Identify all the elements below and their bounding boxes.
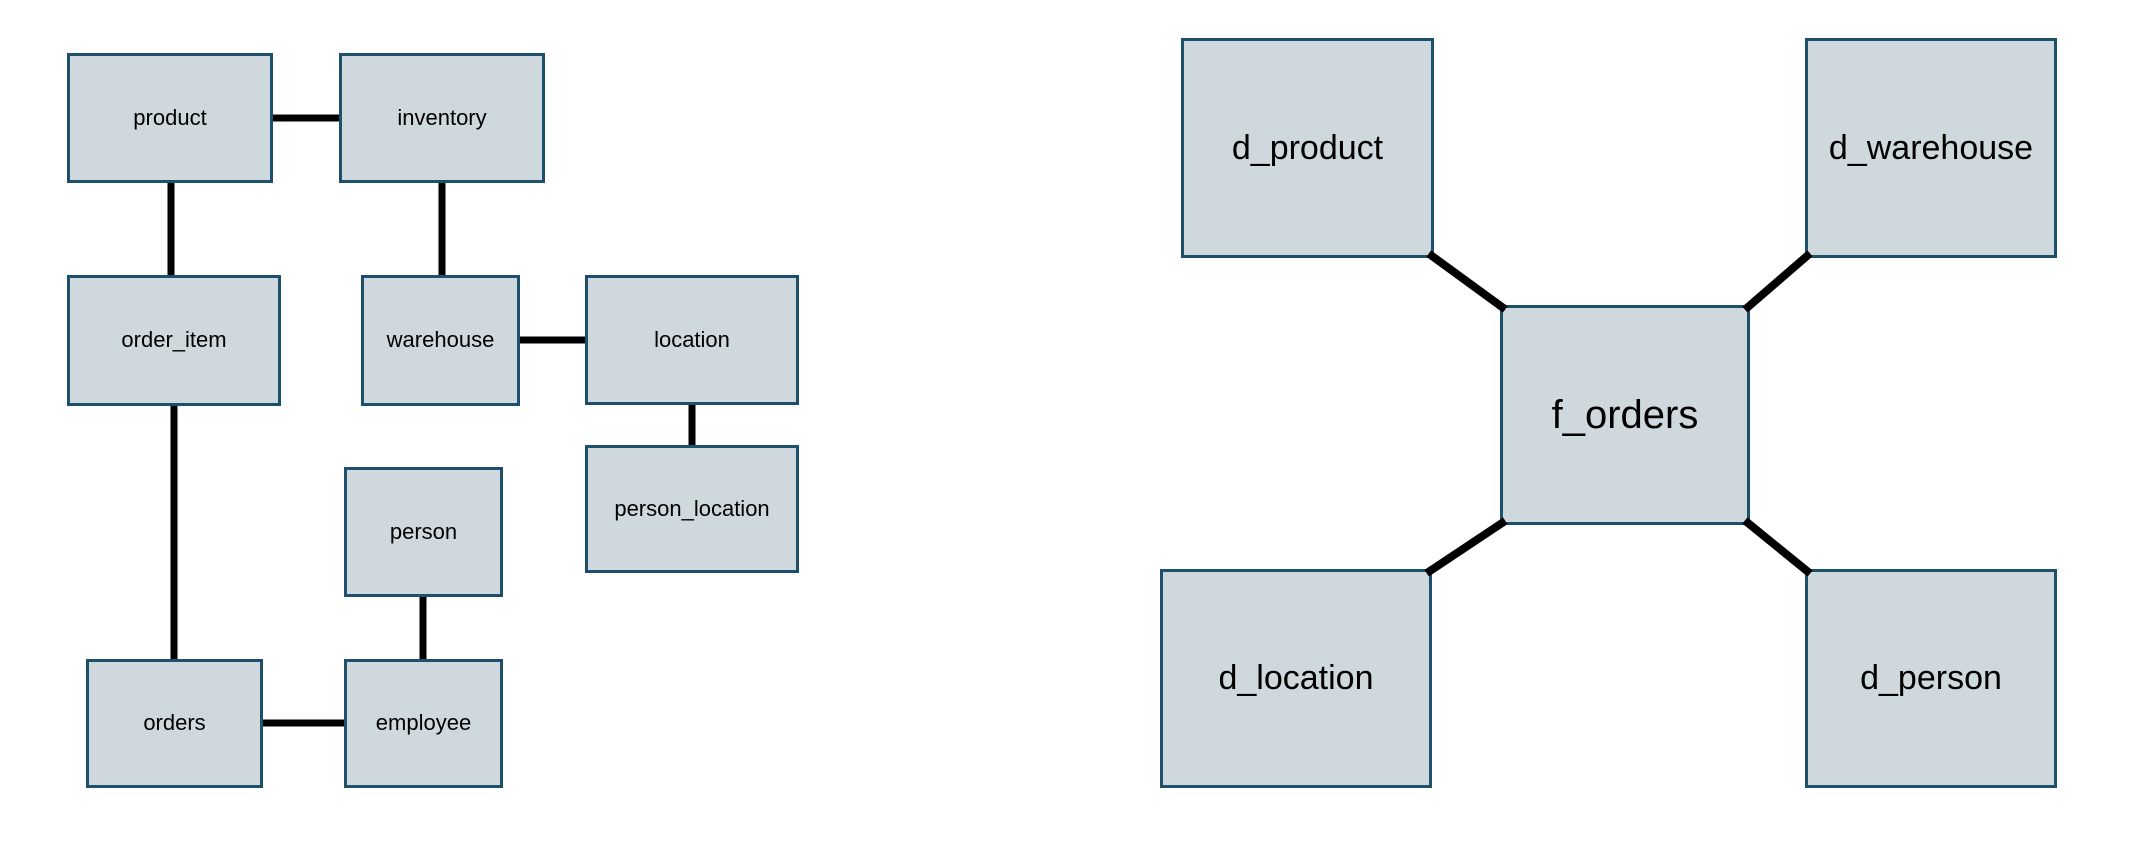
node-f-orders[interactable]: f_orders bbox=[1500, 305, 1750, 525]
node-orders[interactable]: orders bbox=[86, 659, 263, 788]
node-location-label: location bbox=[654, 326, 730, 352]
node-warehouse[interactable]: warehouse bbox=[361, 275, 520, 406]
node-d-product-label: d_product bbox=[1231, 128, 1384, 167]
node-order-item-label: order_item bbox=[121, 327, 227, 353]
node-d-product[interactable]: d_product bbox=[1181, 38, 1434, 258]
node-d-location[interactable]: d_location bbox=[1160, 569, 1432, 788]
node-person-label: person bbox=[389, 518, 458, 544]
node-product-label: product bbox=[133, 104, 207, 130]
node-person-location[interactable]: person_location bbox=[585, 445, 799, 573]
node-order-item[interactable]: order_item bbox=[67, 275, 281, 406]
node-inventory-label: inventory bbox=[397, 104, 487, 130]
node-employee[interactable]: employee bbox=[344, 659, 503, 788]
node-location[interactable]: location bbox=[585, 275, 799, 405]
node-person[interactable]: person bbox=[344, 467, 503, 597]
node-d-person[interactable]: d_person bbox=[1805, 569, 2057, 788]
node-f-orders-label: f_orders bbox=[1551, 393, 1699, 437]
node-d-warehouse[interactable]: d_warehouse bbox=[1805, 38, 2057, 258]
node-warehouse-label: warehouse bbox=[386, 327, 495, 353]
node-d-warehouse-label: d_warehouse bbox=[1828, 128, 2034, 167]
node-d-person-label: d_person bbox=[1860, 659, 2002, 698]
node-person-location-label: person_location bbox=[614, 495, 770, 521]
node-employee-label: employee bbox=[375, 710, 472, 736]
node-orders-label: orders bbox=[143, 710, 206, 736]
node-product[interactable]: product bbox=[67, 53, 273, 183]
node-inventory[interactable]: inventory bbox=[339, 53, 545, 183]
node-d-location-label: d_location bbox=[1218, 659, 1374, 698]
